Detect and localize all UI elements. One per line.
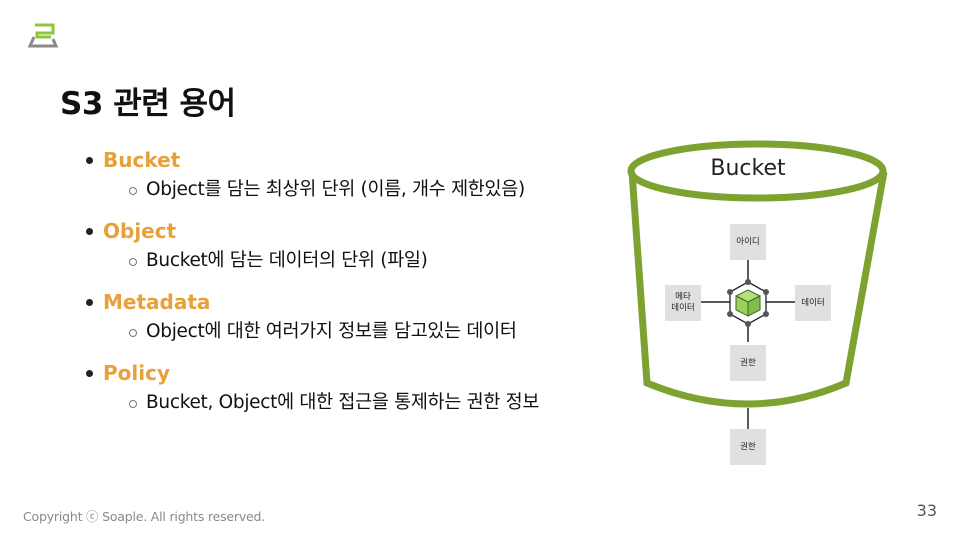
term-label: Metadata bbox=[103, 290, 211, 314]
sub-bullet-icon bbox=[129, 400, 137, 408]
page-title: S3 관련 용어 bbox=[60, 86, 236, 122]
term-item-metadata: Metadata Object에 대한 여러가지 정보를 담고있는 데이터 bbox=[83, 287, 603, 358]
term-item-bucket: Bucket Object를 담는 최상위 단위 (이름, 개수 제한있음) bbox=[83, 145, 603, 216]
term-label: Object bbox=[103, 219, 177, 243]
node-permission-inner: 권한 bbox=[730, 345, 766, 381]
sub-bullet-icon bbox=[129, 187, 137, 195]
term-description: Bucket, Object에 대한 접근을 통제하는 권한 정보 bbox=[146, 392, 540, 413]
term-item-object: Object Bucket에 담는 데이터의 단위 (파일) bbox=[83, 216, 603, 287]
term-description: Bucket에 담는 데이터의 단위 (파일) bbox=[146, 250, 428, 271]
bucket-label: Bucket bbox=[710, 156, 786, 181]
soaple-logo-icon bbox=[27, 23, 59, 48]
term-label: Policy bbox=[103, 361, 171, 385]
bullet-icon bbox=[86, 157, 93, 164]
term-description: Object를 담는 최상위 단위 (이름, 개수 제한있음) bbox=[146, 179, 525, 200]
node-permission-outer: 권한 bbox=[730, 429, 766, 465]
copyright-footer: Copyright ⓒ Soaple. All rights reserved. bbox=[23, 509, 266, 524]
node-metadata: 메타 데이터 bbox=[665, 285, 701, 321]
bullet-icon bbox=[86, 228, 93, 235]
terms-list: Bucket Object를 담는 최상위 단위 (이름, 개수 제한있음) O… bbox=[83, 145, 603, 429]
page-number: 33 bbox=[916, 501, 937, 520]
node-data: 데이터 bbox=[795, 285, 831, 321]
node-id: 아이디 bbox=[730, 224, 766, 260]
term-description: Object에 대한 여러가지 정보를 담고있는 데이터 bbox=[146, 321, 517, 342]
cube-icon bbox=[727, 279, 769, 327]
term-label: Bucket bbox=[103, 148, 181, 172]
sub-bullet-icon bbox=[129, 329, 137, 337]
bullet-icon bbox=[86, 299, 93, 306]
sub-bullet-icon bbox=[129, 258, 137, 266]
bullet-icon bbox=[86, 370, 93, 377]
term-item-policy: Policy Bucket, Object에 대한 접근을 통제하는 권한 정보 bbox=[83, 358, 603, 429]
